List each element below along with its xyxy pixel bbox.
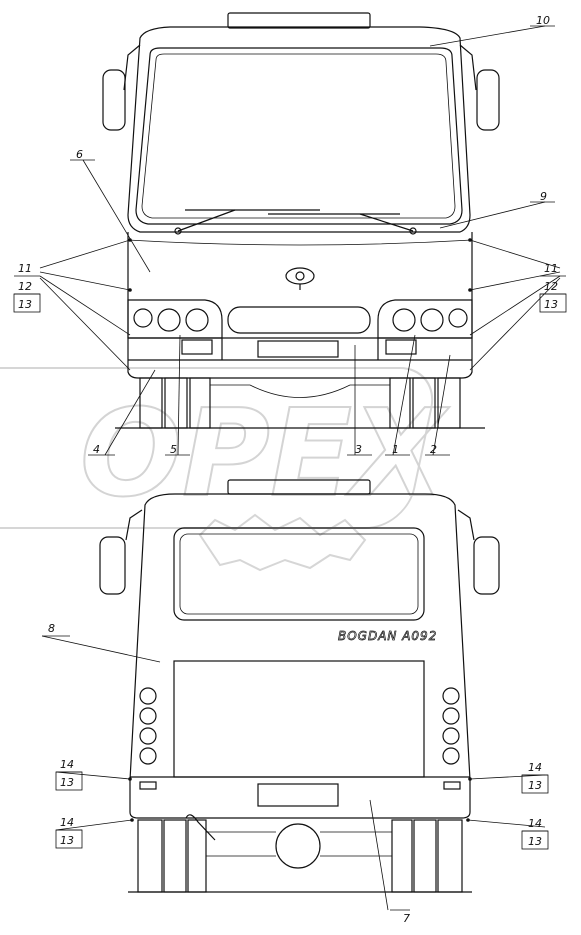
mirror-right xyxy=(476,69,500,131)
watermark-frame xyxy=(0,367,434,529)
front-body-upper xyxy=(127,26,471,233)
headlight-housing-right xyxy=(377,299,473,339)
rear-wheel-left-1 xyxy=(137,819,163,893)
rear-left-upper-14: 14 xyxy=(60,758,74,771)
callout-5: 5 xyxy=(170,443,177,456)
wiper-pivot-right xyxy=(409,227,417,235)
callout-7: 7 xyxy=(403,912,410,925)
tail-light-right-3 xyxy=(442,727,460,745)
hood-line xyxy=(127,239,473,246)
emblem-icon xyxy=(285,267,315,290)
mirror-left xyxy=(102,69,126,131)
tail-light-right-2 xyxy=(442,707,460,725)
rear-license-plate xyxy=(257,783,339,807)
grille xyxy=(227,306,371,334)
left-stack-12: 12 xyxy=(18,280,32,293)
front-body-lower xyxy=(127,232,473,379)
tail-light-left-1 xyxy=(139,687,157,705)
rear-mirror-arm-right xyxy=(457,509,475,541)
headlight-left-2 xyxy=(157,308,181,332)
wiper-pivot-left xyxy=(174,227,182,235)
front-leaders xyxy=(39,25,561,456)
headlight-right-3 xyxy=(448,308,468,328)
exhaust-pipe xyxy=(185,814,216,841)
right-stack-11: 11 xyxy=(544,262,558,275)
rear-wheel-left-2 xyxy=(163,819,187,893)
rear-left-upper-13: 13 xyxy=(60,776,74,789)
rear-wheel-right-3 xyxy=(437,819,463,893)
rear-window xyxy=(173,527,425,621)
rear-window-inner xyxy=(179,533,419,615)
watermark: OPEX xyxy=(0,367,451,572)
rear-right-upper-14: 14 xyxy=(528,761,542,774)
callout-2: 2 xyxy=(430,443,437,456)
front-license-plate xyxy=(257,340,339,358)
rear-left-lower-pair: 14 13 xyxy=(55,816,83,849)
callout-8: 8 xyxy=(48,622,55,635)
rear-axle xyxy=(206,831,392,857)
left-stack-11: 11 xyxy=(18,262,32,275)
front-axle xyxy=(210,384,390,398)
left-label-stack: 11 12 13 xyxy=(13,262,41,313)
wiper-right xyxy=(359,213,414,232)
rear-right-lower-14: 14 xyxy=(528,817,542,830)
front-bumper xyxy=(128,337,472,361)
front-view: 10 9 6 4 5 3 1 2 11 12 13 11 12 13 xyxy=(13,12,567,456)
callout-9: 9 xyxy=(540,190,547,203)
rear-right-lower-pair: 14 13 xyxy=(521,817,549,850)
left-stack-13: 13 xyxy=(18,298,32,311)
headlight-left-1 xyxy=(133,308,153,328)
reflector-right xyxy=(443,781,461,790)
rear-right-upper-pair: 14 13 xyxy=(521,761,549,794)
rear-leaders xyxy=(41,635,546,911)
tail-light-right-1 xyxy=(442,687,460,705)
rear-wheel-right-1 xyxy=(391,819,413,893)
mirror-arm-right xyxy=(459,44,477,91)
headlight-right-2 xyxy=(420,308,444,332)
callout-6: 6 xyxy=(76,148,83,161)
roof-marker xyxy=(227,12,371,29)
fog-light-left xyxy=(181,339,213,355)
tail-light-left-4 xyxy=(139,747,157,765)
rear-wheel-left-3 xyxy=(187,819,207,893)
right-stack-12: 12 xyxy=(544,280,558,293)
callout-10: 10 xyxy=(536,14,550,27)
wiper-left xyxy=(177,209,236,232)
reflector-left xyxy=(139,781,157,790)
rear-view: BOGDAN A092 xyxy=(41,479,549,925)
headlight-right-1 xyxy=(392,308,416,332)
rear-left-lower-13: 13 xyxy=(60,834,74,847)
headlight-housing-left xyxy=(127,299,223,339)
rear-mirror-left xyxy=(99,536,126,595)
rear-door xyxy=(173,660,425,778)
brand-text: BOGDAN A092 xyxy=(338,629,437,643)
callout-1: 1 xyxy=(392,443,399,456)
fog-light-right xyxy=(385,339,417,355)
watermark-gear xyxy=(198,513,367,572)
right-stack-13: 13 xyxy=(544,298,558,311)
differential xyxy=(275,823,321,869)
rear-wheel-right-2 xyxy=(413,819,437,893)
right-label-stack: 11 12 13 xyxy=(539,262,567,313)
windshield xyxy=(135,47,463,225)
callout-4: 4 xyxy=(93,443,100,456)
windshield-inner xyxy=(141,53,456,219)
rear-right-lower-13: 13 xyxy=(528,835,542,848)
watermark-text: OPEX xyxy=(80,385,450,524)
headlight-left-3 xyxy=(185,308,209,332)
rear-body xyxy=(129,493,471,819)
rear-right-upper-13: 13 xyxy=(528,779,542,792)
tail-light-left-2 xyxy=(139,707,157,725)
rear-left-lower-14: 14 xyxy=(60,816,74,829)
rear-left-upper-pair: 14 13 xyxy=(55,758,83,791)
rear-mirror-arm-left xyxy=(125,509,143,541)
callout-3: 3 xyxy=(355,443,362,456)
tail-light-right-4 xyxy=(442,747,460,765)
tail-light-left-3 xyxy=(139,727,157,745)
rear-mirror-right xyxy=(473,536,500,595)
